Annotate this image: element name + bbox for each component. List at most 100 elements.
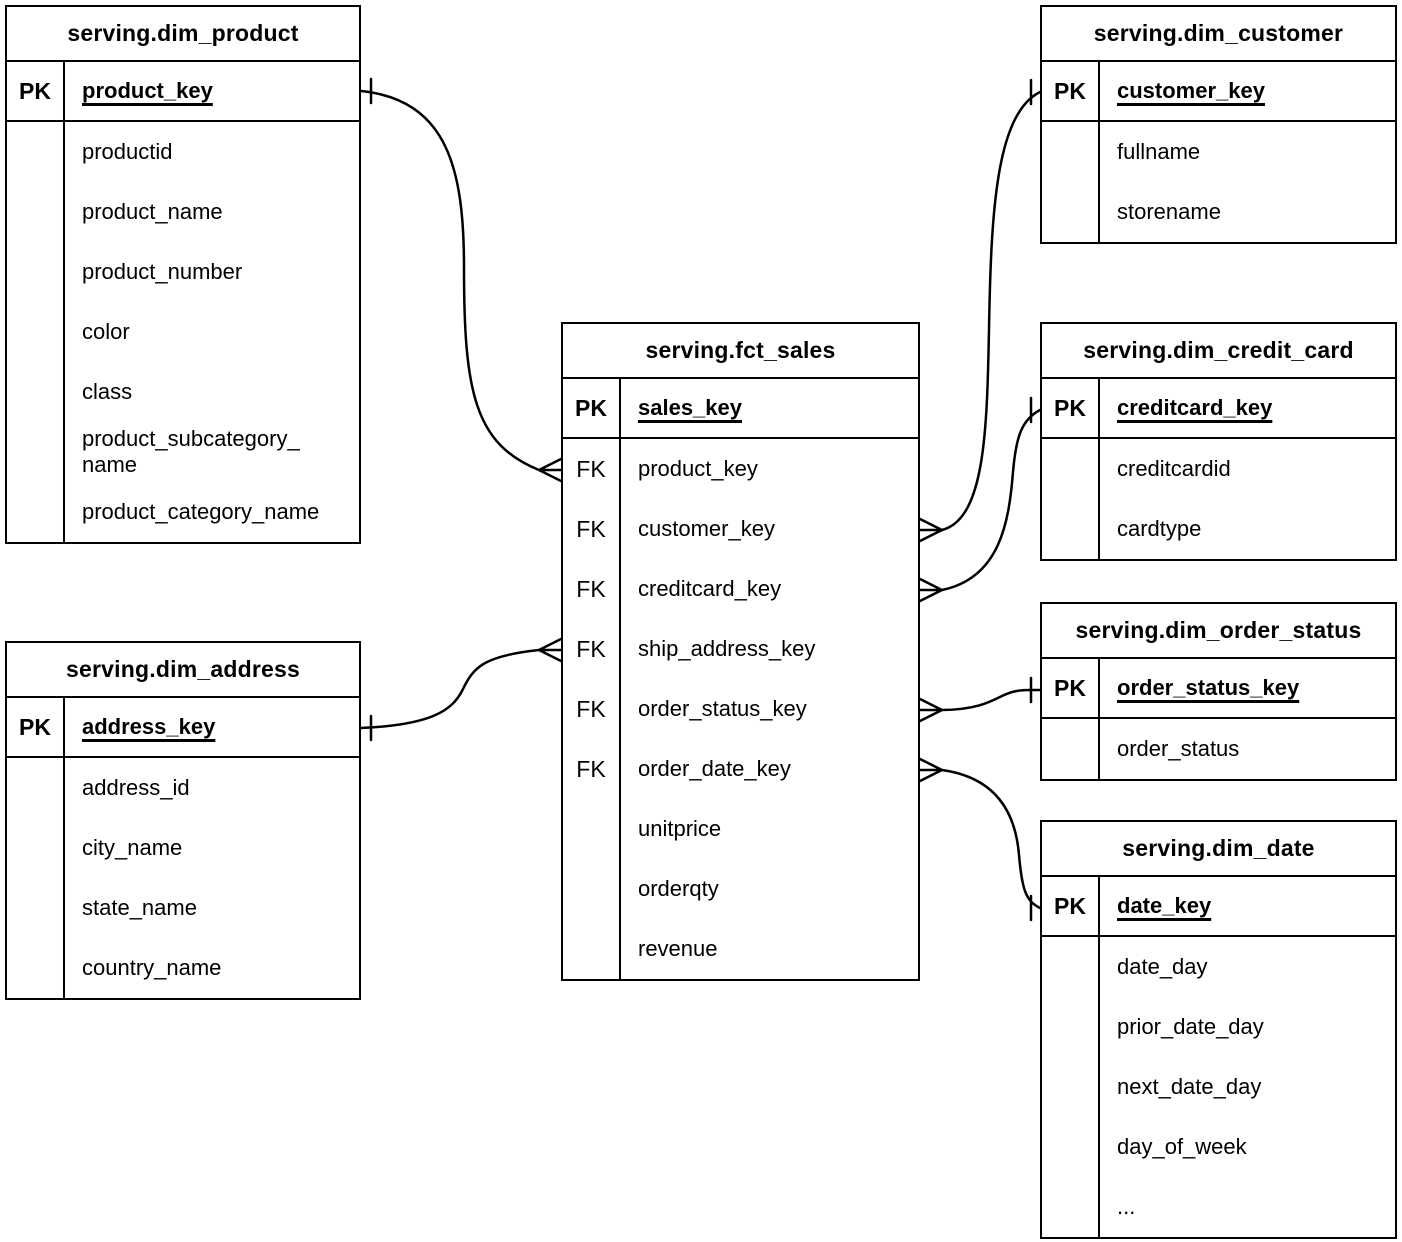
field-name: product_key xyxy=(638,455,758,481)
relationship-order-date xyxy=(918,757,1042,922)
entity-title: serving.dim_order_status xyxy=(1042,604,1395,659)
fk-tag: FK xyxy=(563,559,621,619)
field-name: state_name xyxy=(82,894,197,920)
crow-foot-order-date xyxy=(918,757,945,783)
key-tag xyxy=(563,859,621,919)
field-row: cardtype xyxy=(1042,499,1395,559)
key-tag xyxy=(1042,719,1100,779)
field-row: product_category_name xyxy=(7,482,359,542)
pk-tag: PK xyxy=(1042,877,1100,935)
field-row: address_id xyxy=(7,758,359,818)
pk-field-name: address_key xyxy=(82,713,216,739)
key-tag xyxy=(1042,122,1100,182)
relationship-product xyxy=(359,77,563,483)
pk-tag: PK xyxy=(7,62,65,120)
pk-field-name: creditcard_key xyxy=(1117,394,1273,420)
field-name: address_id xyxy=(82,774,190,800)
pk-row: PK date_key xyxy=(1042,877,1395,937)
field-row: class xyxy=(7,362,359,422)
field-row: order_status xyxy=(1042,719,1395,779)
field-name: next_date_day xyxy=(1117,1073,1262,1099)
field-name: order_date_key xyxy=(638,755,791,781)
key-tag xyxy=(7,758,65,818)
relationship-credit-card xyxy=(918,396,1042,603)
entity-title: serving.dim_address xyxy=(7,643,359,698)
field-name: country_name xyxy=(82,954,222,980)
pk-row: PK order_status_key xyxy=(1042,659,1395,719)
pk-row: PK address_key xyxy=(7,698,359,758)
pk-field-name: sales_key xyxy=(638,394,742,420)
field-name: order_status xyxy=(1117,735,1240,761)
pk-field-name: product_key xyxy=(82,77,213,103)
field-name: ... xyxy=(1117,1193,1136,1219)
entity-dim-date: serving.dim_date PK date_key date_day pr… xyxy=(1040,820,1397,1239)
crow-foot-ship-address xyxy=(536,637,563,663)
entity-title: serving.dim_date xyxy=(1042,822,1395,877)
pk-row: PK creditcard_key xyxy=(1042,379,1395,439)
field-row: day_of_week xyxy=(1042,1117,1395,1177)
key-tag xyxy=(7,362,65,422)
relationship-address xyxy=(359,637,563,742)
key-tag xyxy=(7,878,65,938)
pk-tag: PK xyxy=(1042,659,1100,717)
field-row: product_name xyxy=(7,182,359,242)
field-row: product_subcategory_name xyxy=(7,422,359,482)
entity-dim-credit-card: serving.dim_credit_card PK creditcard_ke… xyxy=(1040,322,1397,561)
pk-tag: PK xyxy=(1042,379,1100,437)
field-row: orderqty xyxy=(563,859,918,919)
field-name: class xyxy=(82,378,133,404)
field-name: orderqty xyxy=(638,875,719,901)
field-name: cardtype xyxy=(1117,515,1202,541)
key-tag xyxy=(7,818,65,878)
crow-foot-customer xyxy=(918,517,945,543)
key-tag xyxy=(563,799,621,859)
fk-tag: FK xyxy=(563,619,621,679)
field-row: FK order_date_key xyxy=(563,739,918,799)
relationship-customer xyxy=(918,78,1042,543)
key-tag xyxy=(1042,499,1100,559)
field-name: unitprice xyxy=(638,815,722,841)
pk-tag: PK xyxy=(7,698,65,756)
field-row: productid xyxy=(7,122,359,182)
entity-title: serving.dim_product xyxy=(7,7,359,62)
relationship-order-status xyxy=(918,676,1042,723)
field-name: product_name xyxy=(82,198,223,224)
key-tag xyxy=(7,242,65,302)
pk-field-name: date_key xyxy=(1117,892,1212,918)
crow-foot-credit-card xyxy=(918,577,945,603)
field-name: product_number xyxy=(82,258,243,284)
field-name: revenue xyxy=(638,935,718,961)
pk-row: PK sales_key xyxy=(563,379,918,439)
key-tag xyxy=(7,182,65,242)
field-row: creditcardid xyxy=(1042,439,1395,499)
field-name: productid xyxy=(82,138,173,164)
field-name: city_name xyxy=(82,834,183,860)
field-row: country_name xyxy=(7,938,359,998)
pk-field-name: customer_key xyxy=(1117,77,1265,103)
entity-dim-customer: serving.dim_customer PK customer_key ful… xyxy=(1040,5,1397,244)
entity-dim-product: serving.dim_product PK product_key produ… xyxy=(5,5,361,544)
field-row: date_day xyxy=(1042,937,1395,997)
key-tag xyxy=(563,919,621,979)
key-tag xyxy=(1042,1177,1100,1237)
key-tag xyxy=(1042,439,1100,499)
field-name: order_status_key xyxy=(638,695,807,721)
key-tag xyxy=(1042,1117,1100,1177)
field-row: fullname xyxy=(1042,122,1395,182)
key-tag xyxy=(1042,937,1100,997)
field-name: creditcardid xyxy=(1117,455,1231,481)
field-row: prior_date_day xyxy=(1042,997,1395,1057)
pk-row: PK customer_key xyxy=(1042,62,1395,122)
field-name: product_category_name xyxy=(82,498,320,524)
key-tag xyxy=(7,422,65,482)
pk-row: PK product_key xyxy=(7,62,359,122)
fk-tag: FK xyxy=(563,739,621,799)
field-name: color xyxy=(82,318,130,344)
field-name: prior_date_day xyxy=(1117,1013,1264,1039)
field-row: state_name xyxy=(7,878,359,938)
entity-title: serving.dim_customer xyxy=(1042,7,1395,62)
